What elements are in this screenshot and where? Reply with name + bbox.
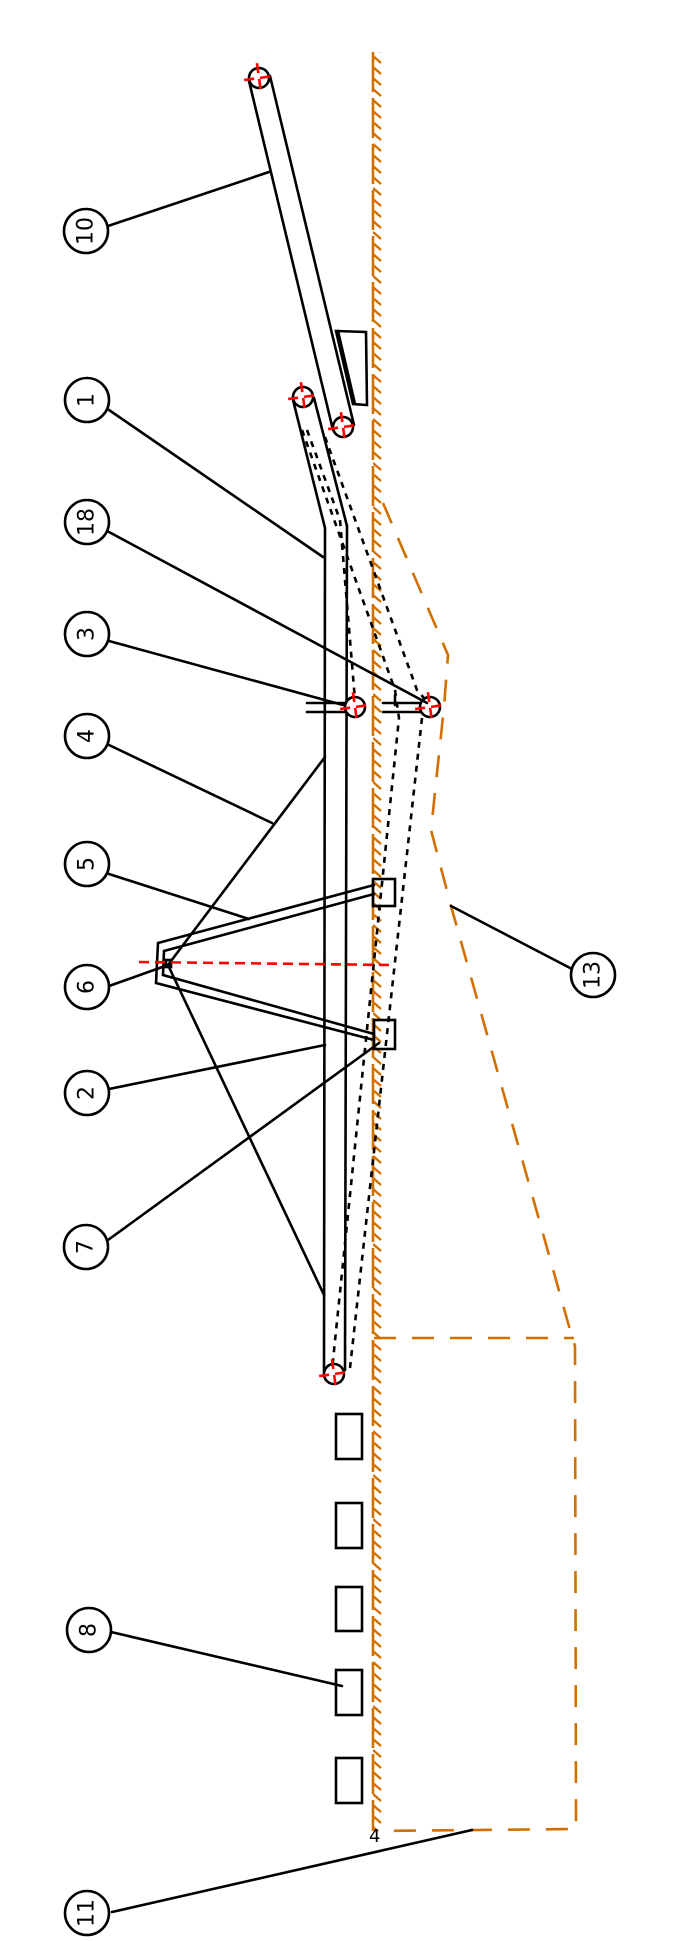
blocks-8 <box>334 1412 364 1805</box>
block <box>334 1668 364 1717</box>
callout-10: 10 <box>62 207 110 255</box>
svg-text:18: 18 <box>75 508 100 536</box>
pin-joint-icon <box>243 62 275 94</box>
pin-joints <box>243 62 446 1390</box>
strut-4 <box>166 755 327 1297</box>
pin-joint-icon <box>327 411 359 443</box>
svg-text:4: 4 <box>75 729 100 743</box>
block <box>334 1585 364 1633</box>
anchor-box-upper <box>371 877 397 908</box>
callout-2: 2 <box>63 1069 111 1117</box>
callout-7: 7 <box>62 1223 110 1271</box>
block <box>334 1412 364 1461</box>
anchor-box-lower <box>372 1018 397 1051</box>
svg-text:5: 5 <box>75 857 100 871</box>
callout-11: 11 <box>63 1889 111 1937</box>
callout-4: 4 <box>63 712 111 760</box>
wedge-block-edge <box>336 329 357 406</box>
pin-joint-icon <box>318 1358 350 1390</box>
block <box>334 1756 364 1805</box>
svg-text:13: 13 <box>581 961 606 989</box>
svg-text:2: 2 <box>75 1086 100 1100</box>
svg-text:1: 1 <box>75 393 100 407</box>
pin-joint-icon <box>287 381 319 413</box>
callout-8: 8 <box>65 1606 113 1654</box>
callout-18: 18 <box>63 498 111 546</box>
callout-5: 5 <box>63 840 111 888</box>
callout-3: 3 <box>63 610 111 658</box>
boom-1 <box>291 396 349 530</box>
callout-6: 6 <box>63 963 111 1011</box>
svg-text:7: 7 <box>74 1240 99 1254</box>
block <box>334 1501 364 1550</box>
wedge-block <box>334 329 369 407</box>
callout-1: 1 <box>63 376 111 424</box>
svg-text:10: 10 <box>74 217 99 245</box>
svg-text:8: 8 <box>77 1623 102 1637</box>
svg-text:11: 11 <box>75 1899 100 1927</box>
pin-joint-icon <box>339 691 371 723</box>
svg-text:6: 6 <box>75 980 100 994</box>
centerline <box>138 960 392 967</box>
leader-lines <box>106 170 574 1914</box>
svg-text:3: 3 <box>75 627 100 641</box>
ground-line <box>371 52 383 1831</box>
arm-10 <box>247 74 356 432</box>
callout-13: 13 <box>569 951 617 999</box>
annotation-text: 4 <box>369 1826 380 1847</box>
